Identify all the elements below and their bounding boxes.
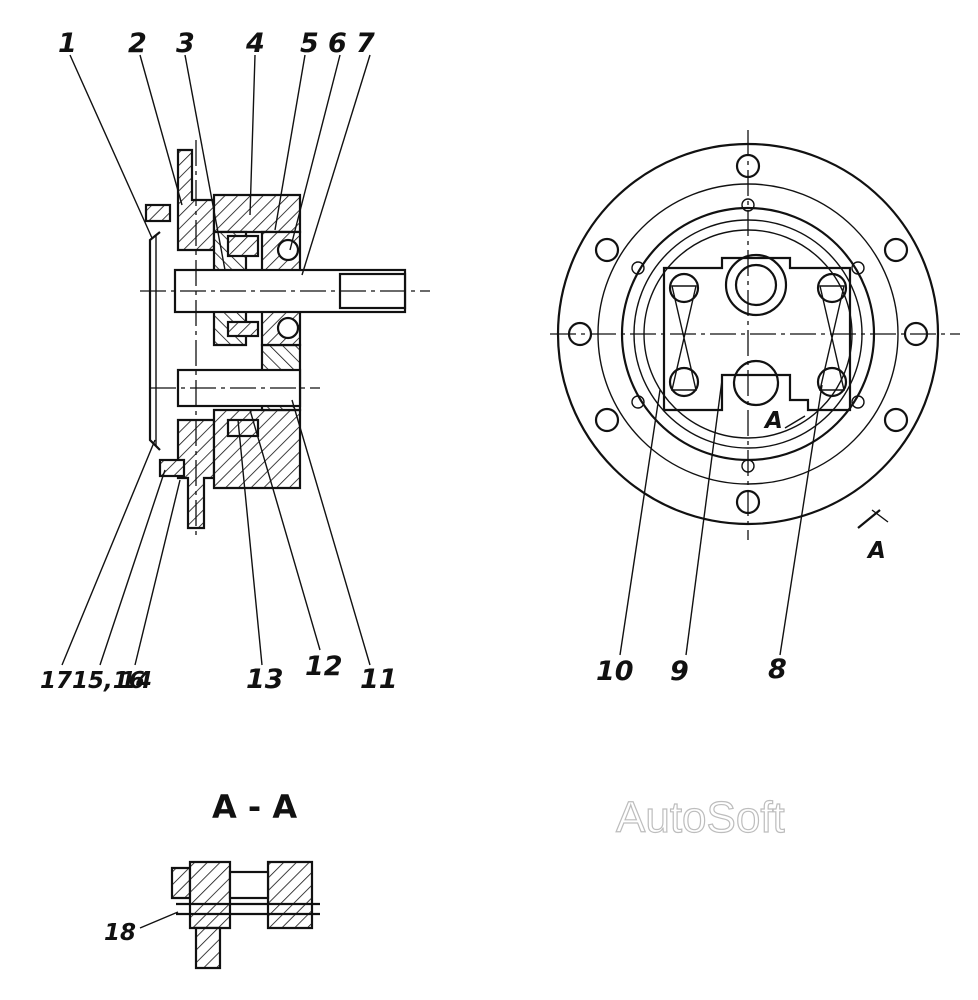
section-a-a: A - A 18	[104, 788, 320, 970]
callout-7: 7	[356, 28, 375, 59]
watermark: AutoSoft	[616, 793, 785, 842]
section-title: A - A	[212, 788, 297, 826]
front-view: 10 9 8 A A	[550, 130, 960, 687]
callout-4: 4	[245, 28, 265, 59]
callout-18: 18	[104, 920, 136, 946]
callout-5: 5	[300, 28, 319, 59]
callout-1: 1	[58, 28, 77, 59]
section-marker-a-outer: A	[866, 538, 886, 564]
callout-15-16: 15,16	[72, 668, 145, 694]
callout-17: 17	[40, 668, 72, 694]
callout-3: 3	[176, 28, 195, 59]
callout-8: 8	[768, 654, 787, 685]
callout-11: 11	[360, 664, 398, 695]
callout-13: 13	[246, 664, 284, 695]
callout-14: 14	[120, 668, 152, 694]
callout-2: 2	[128, 28, 147, 59]
callout-6: 6	[328, 28, 347, 59]
callout-9: 9	[670, 656, 689, 687]
side-section-view: 1 2 3 4 5 6 7 17 15,16 14 13 12 11	[40, 28, 430, 695]
callout-10: 10	[596, 656, 634, 687]
callout-12: 12	[305, 651, 343, 682]
section-marker-a-inner: A	[763, 408, 783, 434]
